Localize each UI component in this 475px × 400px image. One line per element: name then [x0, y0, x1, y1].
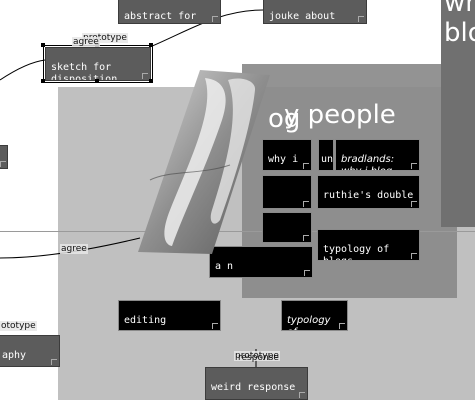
resize-grip-icon[interactable] — [142, 73, 148, 79]
node-un-label: un — [321, 154, 334, 165]
node-left-partial[interactable] — [0, 145, 8, 169]
link-label-prototype-left[interactable]: ototype — [0, 321, 37, 331]
resize-grip-icon[interactable] — [0, 161, 6, 167]
node-bradlands-label: bradlands: why i blog — [341, 154, 395, 170]
node-aphy-label: aphy — [2, 350, 27, 361]
resize-grip-icon[interactable] — [212, 16, 218, 22]
resize-grip-icon[interactable] — [303, 163, 309, 169]
node-left-column-2[interactable] — [262, 175, 312, 209]
node-jouke-label: jouke about blogs — [269, 11, 336, 22]
container-title-line2: og — [268, 104, 301, 134]
node-abstract-label: abstract for SKIKI — [124, 11, 197, 22]
node-why-i-label: why i — [268, 154, 299, 165]
resize-grip-icon[interactable] — [411, 163, 417, 169]
node-weird-response[interactable]: weird response — [205, 367, 308, 400]
node-typology-italic-label: typology of blogs — [287, 315, 331, 330]
node-abstract[interactable]: abstract for SKIKI — [118, 0, 221, 24]
container-panel-right-edge[interactable] — [441, 0, 475, 227]
link-label-prototype[interactable]: prototype — [82, 33, 128, 43]
node-left-column-3[interactable] — [262, 212, 312, 243]
node-sketch-label: sketch for disposition with — [51, 62, 118, 81]
node-ruthie[interactable]: ruthie's double — [317, 175, 420, 209]
link-label-agree-mid[interactable]: agree — [60, 244, 88, 254]
node-weird-response-label: weird response — [211, 382, 296, 393]
node-editing-label: editing — [124, 315, 167, 326]
divider-line — [0, 231, 475, 232]
node-middle-partial-label: a n — [215, 261, 234, 272]
link-label-response[interactable]: response — [238, 353, 279, 363]
node-middle-partial[interactable]: a n — [209, 246, 313, 278]
resize-grip-icon[interactable] — [411, 201, 417, 207]
node-editing[interactable]: editing — [118, 300, 221, 331]
node-un[interactable]: un — [318, 139, 334, 171]
resize-grip-icon[interactable] — [303, 201, 309, 207]
link-label-prototype-bottom[interactable]: prototype — [234, 351, 280, 361]
resize-grip-icon[interactable] — [299, 392, 305, 398]
selection-handle[interactable] — [41, 79, 45, 83]
selection-handle[interactable] — [41, 43, 45, 47]
resize-grip-icon[interactable] — [51, 359, 57, 365]
resize-grip-icon[interactable] — [303, 235, 309, 241]
resize-grip-icon[interactable] — [358, 16, 364, 22]
node-typology-ockham-label: typology of blogs (ockham's razor) — [323, 244, 390, 260]
container-title-line1: y people — [284, 100, 396, 130]
node-jouke[interactable]: jouke about blogs — [263, 0, 367, 24]
node-aphy[interactable]: aphy — [0, 335, 60, 367]
selection-handle[interactable] — [95, 79, 99, 83]
resize-grip-icon[interactable] — [339, 323, 345, 329]
node-ruthie-label: ruthie's double — [323, 190, 414, 201]
selection-handle[interactable] — [149, 79, 153, 83]
node-sketch[interactable]: sketch for disposition with — [45, 47, 151, 81]
node-typology-ockham[interactable]: typology of blogs (ockham's razor) — [317, 229, 420, 261]
resize-grip-icon[interactable] — [304, 270, 310, 276]
resize-grip-icon[interactable] — [212, 323, 218, 329]
resize-grip-icon[interactable] — [411, 253, 417, 259]
node-why-i[interactable]: why i — [262, 139, 312, 171]
node-bradlands[interactable]: bradlands: why i blog — [335, 139, 420, 171]
selection-handle[interactable] — [149, 43, 153, 47]
node-typology-italic[interactable]: typology of blogs — [281, 300, 348, 331]
container-title-why-people: y people — [284, 70, 396, 130]
container-title-right-edge: wh blo — [444, 0, 475, 48]
link-label-agree[interactable]: agree — [72, 37, 100, 47]
